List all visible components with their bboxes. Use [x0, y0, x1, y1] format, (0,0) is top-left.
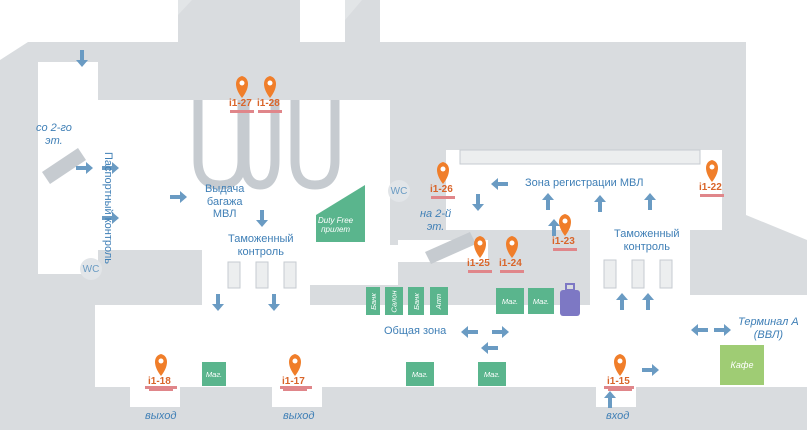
- flow-arrow: [714, 324, 731, 336]
- flow-arrow: [492, 326, 509, 338]
- location-pin-i1-23[interactable]: [553, 214, 577, 251]
- pins: [149, 76, 724, 391]
- shop-apteka: Апт: [430, 287, 448, 315]
- wc-right-icon: WC: [388, 180, 410, 202]
- location-pin-i1-17[interactable]: [283, 354, 307, 391]
- common-zone-label: Общая зона: [384, 325, 447, 337]
- wc-left-icon: WC: [80, 258, 102, 280]
- shop-mag-5: Маг.: [478, 362, 506, 386]
- passport-control-label: Паспортный контроль: [102, 152, 114, 265]
- flow-arrows: [76, 50, 731, 408]
- exit-1-label: выход: [145, 410, 177, 422]
- flow-arrow: [170, 191, 187, 203]
- location-pin-i1-18[interactable]: [149, 354, 173, 391]
- flow-arrow: [594, 195, 606, 212]
- flow-arrow: [644, 193, 656, 210]
- escalator-1: [42, 148, 86, 184]
- cafe: Кафе: [720, 345, 764, 385]
- luggage-icon: [560, 283, 580, 316]
- customs-booths-right: [603, 259, 673, 289]
- floor-duty-free-area: [310, 245, 398, 285]
- duty-free-shop: [316, 185, 365, 242]
- pin-label-i1-24: i1-24: [499, 258, 522, 269]
- pin-label-i1-18: i1-18: [148, 376, 171, 387]
- pin-label-i1-28: i1-28: [257, 98, 280, 109]
- flow-arrow: [472, 194, 484, 211]
- shop-mag-1: Маг.: [496, 288, 524, 314]
- checkin-zone-label: Зона регистрации МВЛ: [525, 177, 644, 189]
- flow-arrow: [76, 162, 93, 174]
- entrance-label: вход: [606, 410, 630, 422]
- pin-label-i1-23: i1-23: [552, 236, 575, 247]
- flow-arrow: [542, 193, 554, 210]
- location-pin-i1-25[interactable]: [468, 236, 492, 273]
- flow-arrow: [691, 324, 708, 336]
- flow-arrow: [642, 293, 654, 310]
- flow-arrow: [212, 294, 224, 311]
- shop-mag-2: Маг.: [528, 288, 554, 314]
- pin-label-i1-15: i1-15: [607, 376, 630, 387]
- pin-label-i1-26: i1-26: [430, 184, 453, 195]
- flow-arrow: [481, 342, 498, 354]
- shop-mag-4: Маг.: [406, 362, 434, 386]
- flow-arrow: [604, 391, 616, 408]
- flow-arrow: [491, 178, 508, 190]
- terminal-a-label: Терминал А(ВВЛ): [738, 316, 799, 341]
- baggage-belts: [193, 100, 340, 190]
- pin-label-i1-22: i1-22: [699, 182, 722, 193]
- flow-arrow: [616, 293, 628, 310]
- shop-bank-1: Банк: [366, 287, 380, 315]
- location-pin-i1-22[interactable]: [700, 160, 724, 197]
- shop-bank-2: Банк: [408, 287, 424, 315]
- exit-2-label: выход: [283, 410, 315, 422]
- flow-arrow: [102, 162, 119, 174]
- checkin-desks: [459, 149, 701, 165]
- flow-arrow: [461, 326, 478, 338]
- location-pin-i1-28[interactable]: [258, 76, 282, 113]
- flow-arrow: [548, 219, 560, 236]
- pin-label-i1-17: i1-17: [282, 376, 305, 387]
- location-pin-i1-26[interactable]: [431, 162, 455, 199]
- location-pin-i1-24[interactable]: [500, 236, 524, 273]
- pin-label-i1-27: i1-27: [229, 98, 252, 109]
- flow-arrow: [268, 294, 280, 311]
- location-pin-i1-27[interactable]: [230, 76, 254, 113]
- flow-arrow: [102, 212, 119, 224]
- shop-salon: Салон: [385, 287, 403, 315]
- location-pin-i1-15[interactable]: [608, 354, 632, 391]
- flow-arrow: [76, 50, 88, 67]
- pin-label-i1-25: i1-25: [467, 258, 490, 269]
- escalator-2: [425, 232, 476, 264]
- flow-arrow: [642, 364, 659, 376]
- flow-arrow: [256, 210, 268, 227]
- shop-mag-3: Маг.: [202, 362, 226, 386]
- customs-booths-left: [227, 261, 297, 289]
